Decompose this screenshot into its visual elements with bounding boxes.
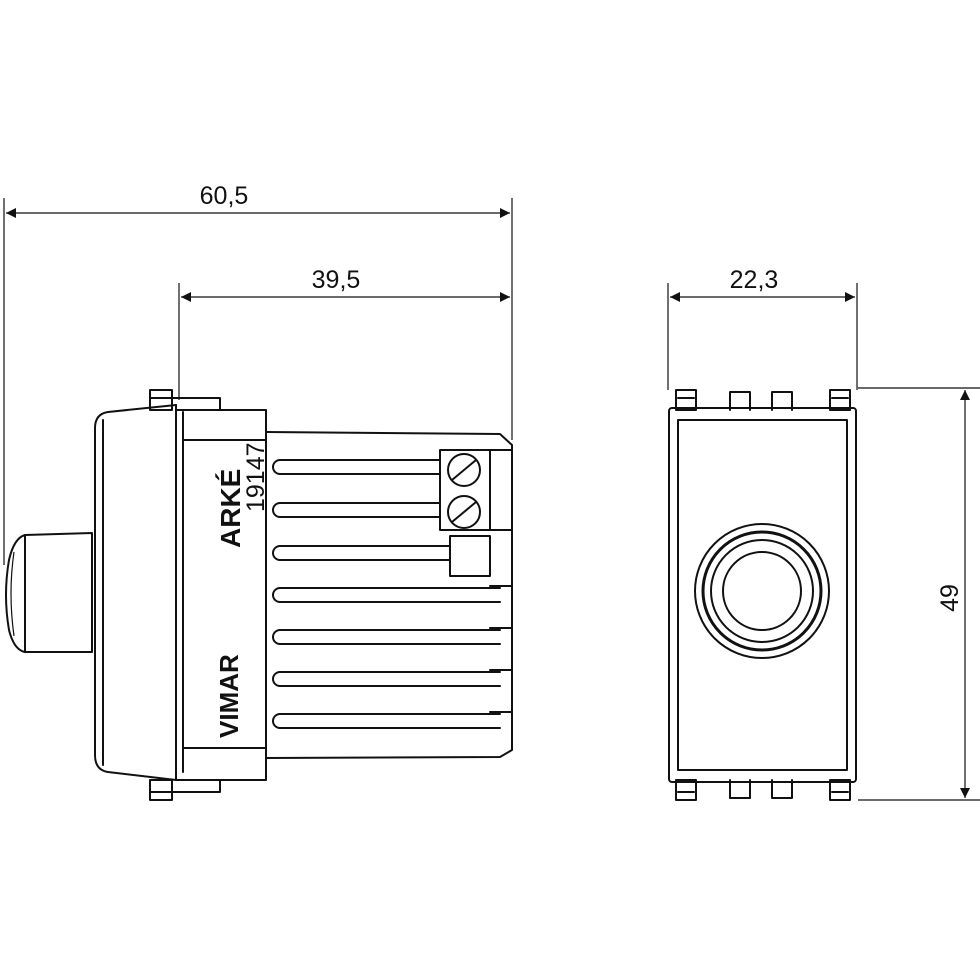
- terminal-block: [439, 449, 513, 713]
- dimension-body-depth: 39,5: [178, 266, 510, 400]
- front-plate: [94, 404, 177, 781]
- knob: [5, 532, 93, 653]
- terminal-screw-top: [447, 453, 481, 487]
- dimension-front-height: 49: [858, 387, 980, 801]
- dimension-overall-depth: 60,5: [3, 182, 513, 565]
- product-code: 19147: [242, 442, 270, 512]
- dimension-label-front-width: 22,3: [730, 266, 779, 294]
- front-frame: [668, 407, 857, 783]
- front-knob: [694, 523, 830, 659]
- bottom-clip: [149, 757, 267, 801]
- series-logo: ARKÉ: [215, 469, 246, 548]
- dimension-front-width: 22,3: [667, 266, 858, 390]
- top-clip: [149, 389, 267, 433]
- side-view: ARKÉ 19147 VIMAR: [5, 389, 513, 801]
- dimension-label-overall-depth: 60,5: [200, 182, 249, 210]
- dimension-label-body-depth: 39,5: [312, 266, 361, 294]
- front-view: [668, 389, 857, 801]
- front-inner-frame: [677, 419, 848, 771]
- main-body: [175, 404, 513, 781]
- terminal-screw-bottom: [447, 495, 481, 529]
- brand-logo: VIMAR: [214, 654, 244, 738]
- dimension-label-front-height: 49: [936, 584, 964, 612]
- cooling-slots: [272, 459, 501, 729]
